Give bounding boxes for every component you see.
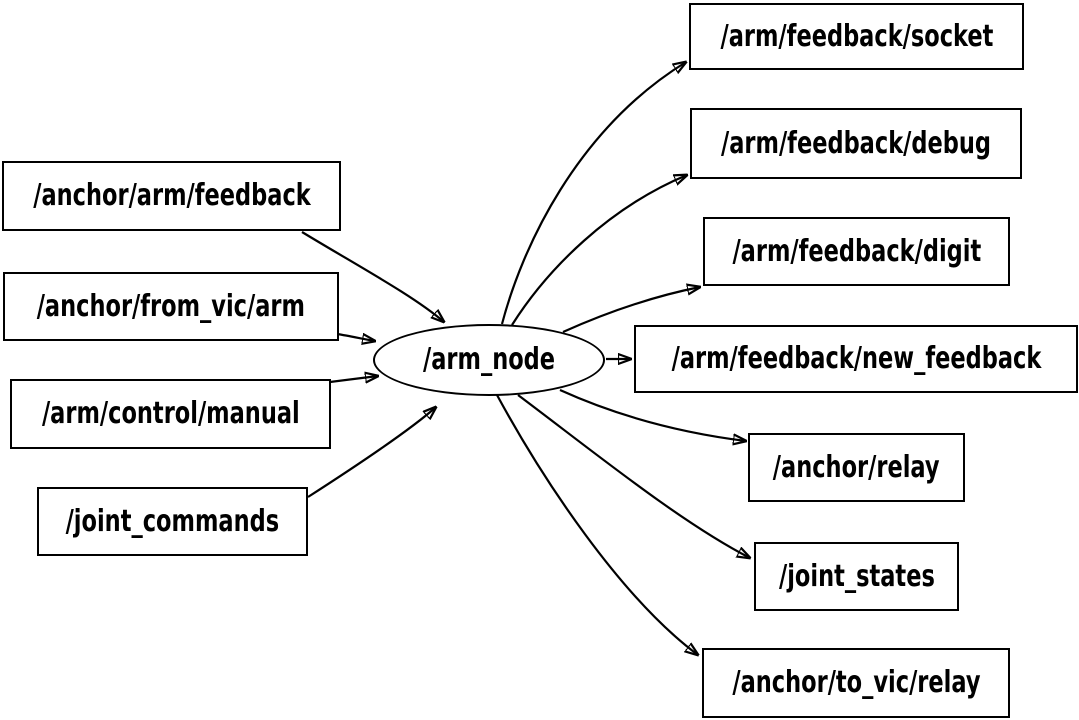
topic-node-anchor-relay: /anchor/relay [748,433,965,502]
topic-label: /anchor/from_vic/arm [36,288,306,324]
topic-label: /joint_commands [65,503,280,539]
edge-arm-node-to-arm-feedback-socket [500,62,686,325]
topic-node-arm-feedback-digit: /arm/feedback/digit [703,217,1010,286]
topic-node-arm-control-manual: /arm/control/manual [10,379,331,449]
topic-node-joint-commands: /joint_commands [37,487,308,556]
topic-node-arm-feedback-socket: /arm/feedback/socket [689,3,1024,70]
topic-node-arm-feedback-debug: /arm/feedback/debug [690,108,1022,179]
topic-label: /anchor/relay [773,449,940,485]
node-label: /arm_node [422,342,556,377]
edge-arm-node-to-arm-feedback-digit [562,287,700,334]
edge-arm-control-manual-to-arm-node [329,376,378,382]
edge-arm-node-to-arm-feedback-debug [511,175,687,326]
edge-joint-commands-to-arm-node [307,407,436,498]
topic-label: /arm/control/manual [41,396,300,431]
topic-node-anchor-to-vic-relay: /anchor/to_vic/relay [702,648,1010,718]
topic-label: /arm/feedback/debug [721,125,992,161]
topic-label: /anchor/to_vic/relay [731,665,981,700]
edge-arm-node-to-joint-states [517,394,750,558]
edge-anchor-from-vic-arm-to-arm-node [336,332,375,341]
topic-node-arm-feedback-new-feedback: /arm/feedback/new_feedback [634,325,1078,393]
topic-label: /arm/feedback/digit [732,233,981,269]
edge-arm-node-to-anchor-to-vic-relay [496,394,698,655]
topic-label: /joint_states [778,558,935,594]
ros-node-arm-node: /arm_node [373,324,605,396]
edge-anchor-arm-feedback-to-arm-node [301,231,444,322]
topic-label: /arm/feedback/socket [720,18,993,54]
topic-node-joint-states: /joint_states [754,542,959,611]
topic-label: /anchor/arm/feedback [32,178,311,213]
topic-node-anchor-arm-feedback: /anchor/arm/feedback [2,161,341,231]
topic-node-anchor-from-vic-arm: /anchor/from_vic/arm [3,272,339,341]
edge-arm-node-to-anchor-relay [559,388,746,441]
topic-label: /arm/feedback/new_feedback [671,341,1041,376]
